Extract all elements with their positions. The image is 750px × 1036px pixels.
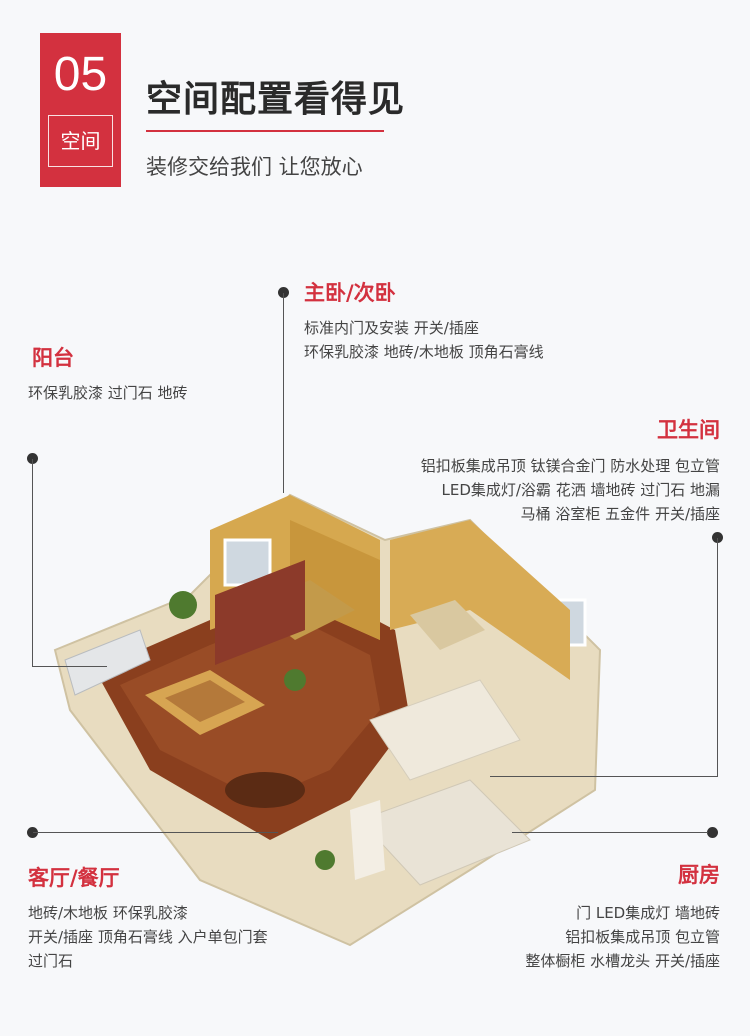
kitchen-leader-line [512, 832, 708, 833]
bathroom-leader-line [717, 538, 718, 776]
floorplan-illustration [53, 493, 602, 947]
bedroom-item-line: 环保乳胶漆 地砖/木地板 顶角石膏线 [304, 343, 544, 361]
section-label-box: 空间 [48, 115, 113, 167]
balcony-item-line: 环保乳胶漆 过门石 地砖 [28, 384, 188, 402]
bathroom-items: 铝扣板集成吊顶 钛镁合金门 防水处理 包立管 LED集成灯/浴霸 花洒 墙地砖 … [330, 454, 720, 526]
living-item-line: 开关/插座 顶角石膏线 入户单包门套 [28, 928, 268, 946]
bathroom-marker [712, 532, 723, 543]
balcony-items: 环保乳胶漆 过门石 地砖 [28, 381, 188, 405]
balcony-leader-line [32, 459, 33, 666]
living-leader-line [33, 832, 278, 833]
bathroom-item-line: 马桶 浴室柜 五金件 开关/插座 [520, 505, 720, 523]
bedroom-leader-line [283, 293, 284, 493]
section-badge: 05 空间 [40, 33, 121, 187]
kitchen-item-line: 整体橱柜 水槽龙头 开关/插座 [525, 952, 720, 970]
living-item-line: 地砖/木地板 环保乳胶漆 [28, 904, 188, 922]
bedroom-marker [278, 287, 289, 298]
bathroom-item-line: 铝扣板集成吊顶 钛镁合金门 防水处理 包立管 [420, 457, 720, 475]
balcony-leader-line-h [32, 666, 107, 667]
title-underline [146, 130, 384, 132]
bathroom-title: 卫生间 [657, 418, 720, 442]
bedroom-title: 主卧/次卧 [304, 281, 396, 305]
section-number: 05 [53, 48, 108, 101]
bedroom-item-line: 标准内门及安装 开关/插座 [304, 319, 479, 337]
living-title: 客厅/餐厅 [28, 866, 120, 890]
kitchen-items: 门 LED集成灯 墙地砖 铝扣板集成吊顶 包立管 整体橱柜 水槽龙头 开关/插座 [420, 901, 720, 973]
balcony-title: 阳台 [32, 346, 74, 370]
bathroom-item-line: LED集成灯/浴霸 花洒 墙地砖 过门石 地漏 [441, 481, 720, 499]
living-marker [27, 827, 38, 838]
page-title: 空间配置看得见 [146, 79, 406, 120]
living-items: 地砖/木地板 环保乳胶漆 开关/插座 顶角石膏线 入户单包门套 过门石 [28, 901, 268, 973]
bathroom-leader-line-h [490, 776, 718, 777]
living-item-line: 过门石 [28, 952, 74, 970]
section-label: 空间 [60, 129, 101, 153]
bedroom-items: 标准内门及安装 开关/插座 环保乳胶漆 地砖/木地板 顶角石膏线 [304, 316, 544, 364]
page-subtitle: 装修交给我们 让您放心 [146, 155, 363, 179]
balcony-marker [27, 453, 38, 464]
kitchen-item-line: 门 LED集成灯 墙地砖 [576, 904, 720, 922]
kitchen-marker [707, 827, 718, 838]
kitchen-item-line: 铝扣板集成吊顶 包立管 [565, 928, 720, 946]
kitchen-title: 厨房 [678, 863, 720, 887]
